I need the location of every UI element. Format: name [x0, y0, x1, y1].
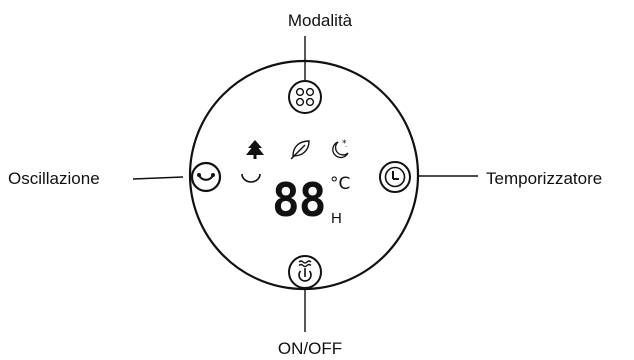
tree-icon: [246, 140, 264, 159]
leaf-icon: [290, 140, 310, 160]
svg-text:*: *: [342, 139, 347, 149]
swing-indicator-icon: [241, 173, 261, 183]
oscillation-icon: [197, 173, 215, 181]
oscillation-label: Oscillazione: [8, 169, 100, 188]
power-wind-icon: [298, 260, 312, 282]
panel-outline: [188, 59, 420, 291]
four-circles-icon: [295, 87, 315, 107]
oscillation-button[interactable]: [190, 161, 222, 193]
moon-star-icon: * ·: [332, 139, 349, 159]
power-label: ON/OFF: [277, 339, 343, 358]
mode-button[interactable]: [288, 80, 322, 114]
celsius-unit: °C: [330, 174, 351, 194]
timer-button[interactable]: [379, 161, 411, 193]
mode-label: Modalità: [287, 11, 353, 30]
digit-display: 88: [272, 173, 326, 227]
leader-line-oscillation: [132, 176, 184, 180]
timer-label: Temporizzatore: [486, 169, 603, 188]
svg-text:·: ·: [345, 143, 347, 151]
clock-icon: [384, 166, 406, 188]
hours-unit: H: [331, 210, 342, 227]
power-button[interactable]: [288, 255, 322, 289]
